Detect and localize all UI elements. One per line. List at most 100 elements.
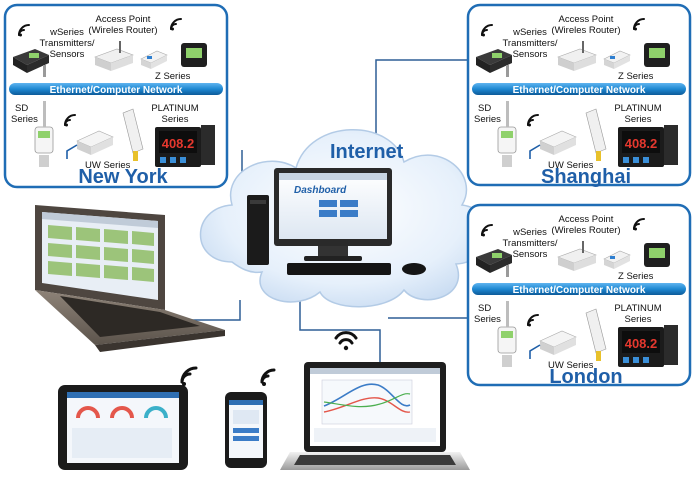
wifi-dot <box>528 123 531 127</box>
router-icon <box>557 241 597 271</box>
wifi-dot <box>482 33 485 37</box>
z-series-label: Z Series <box>618 71 654 82</box>
controller-display <box>159 131 197 153</box>
transmitter-side <box>13 57 27 73</box>
z-device-led <box>610 256 615 259</box>
router-antenna <box>582 241 584 253</box>
dashboard-button-3[interactable] <box>319 210 337 217</box>
controller-readout: 408.2 <box>625 336 658 351</box>
access-point-sub-label: (Wireles Router) <box>551 25 620 36</box>
internet-title: Internet <box>330 141 404 163</box>
dashboard-button-4[interactable] <box>340 210 358 217</box>
wireless-transmitter-icon <box>13 49 49 77</box>
site-panel-new-york: Access Point(Wireles Router)wSeriesTrans… <box>3 3 229 189</box>
uw-series-label: UW Series <box>548 360 594 371</box>
wifi-dot <box>634 27 637 31</box>
z-device-side <box>141 59 151 69</box>
wseries-label: wSeries <box>512 227 547 238</box>
z-device-front <box>614 55 630 69</box>
wifi-icon <box>64 114 76 127</box>
wseries-label-2: Transmitters/ <box>502 38 557 49</box>
transmitter-side <box>476 257 490 273</box>
sd-logger-body <box>34 126 54 154</box>
transmitter-probe <box>506 265 509 277</box>
wifi-icon <box>481 24 493 37</box>
platinum-controller-icon <box>618 325 678 367</box>
z-series-device-icon <box>603 250 631 269</box>
transmitter-display <box>29 53 39 58</box>
sensor-box-icon <box>181 43 207 67</box>
site-panel-london: Access Point(Wireles Router) wSeriesTrans… <box>466 203 692 388</box>
z-device-front <box>614 255 630 269</box>
tc-body <box>585 308 607 354</box>
platinum-controller-icon <box>155 125 215 167</box>
sd-logger-probe <box>43 101 46 127</box>
wseries-label: wSeries <box>49 27 84 38</box>
wireless-transmitter-icon <box>476 49 512 77</box>
sd-logger-icon <box>34 101 54 167</box>
mouse <box>402 263 426 275</box>
city-name: New York <box>78 166 168 188</box>
sd-logger-probe <box>506 101 509 127</box>
thermocouple-icon <box>585 308 607 361</box>
wseries-label-3: Sensors <box>513 49 548 60</box>
z-device-side <box>604 259 614 269</box>
router-side <box>558 257 574 271</box>
controller-key <box>623 157 629 163</box>
transmitter-display <box>492 53 502 58</box>
sd-series-label-2: Series <box>474 314 501 325</box>
wifi-icon-tablet <box>180 366 198 386</box>
transmitter-front <box>490 255 512 273</box>
sd-series-label: SD <box>478 103 491 114</box>
transmitter-probe <box>506 65 509 77</box>
wseries-label-3: Sensors <box>50 49 85 60</box>
z-device-side <box>604 59 614 69</box>
wseries-label-2: Transmitters/ <box>502 238 557 249</box>
wifi-dot <box>482 233 485 237</box>
sd-series-label-2: Series <box>474 114 501 125</box>
dashboard-button-2[interactable] <box>340 200 358 207</box>
z-device-front <box>151 55 167 69</box>
z-series-device-icon <box>140 50 168 69</box>
controller-key <box>170 157 176 163</box>
router-icon <box>94 41 134 71</box>
wifi-icon <box>481 224 493 237</box>
tc-connector <box>133 151 138 161</box>
sd-series-label: SD <box>15 103 28 114</box>
controller-key <box>643 157 649 163</box>
tc-body <box>122 108 144 154</box>
transmitter-front <box>490 55 512 73</box>
router-front <box>111 55 133 71</box>
access-point-sub-label: (Wireles Router) <box>551 225 620 236</box>
uw-device-cable <box>66 144 78 159</box>
z-device-led <box>147 56 152 59</box>
platinum-controller-icon <box>618 125 678 167</box>
transmitter-side <box>476 57 490 73</box>
laptop-chart-icon <box>280 362 470 470</box>
thermocouple-icon <box>122 108 144 161</box>
tablet-icon <box>58 385 188 470</box>
city-name: London <box>549 366 622 388</box>
wseries-label-2: Transmitters/ <box>39 38 94 49</box>
access-point-sub-label: (Wireles Router) <box>88 25 157 36</box>
uw-device-front <box>554 137 576 155</box>
controller-side <box>201 125 215 165</box>
network-bar-pipe <box>9 83 223 95</box>
access-point-label: Access Point <box>559 214 614 225</box>
wifi-dot <box>19 33 22 37</box>
uw-device-side <box>540 341 554 355</box>
wifi-icon <box>180 331 358 386</box>
wifi-icon <box>527 114 539 127</box>
wifi-dot <box>171 27 174 31</box>
uw-series-label: UW Series <box>548 160 594 171</box>
network-label: Ethernet/Computer Network <box>513 285 646 296</box>
router-antenna <box>119 41 121 53</box>
sd-logger-icon <box>497 101 517 167</box>
uw-device-side <box>540 141 554 155</box>
laptop-keyboard <box>60 296 200 337</box>
sensor-box-icon <box>644 243 670 267</box>
network-label: Ethernet/Computer Network <box>50 85 183 96</box>
controller-key <box>160 157 166 163</box>
wifi-icon <box>633 218 645 231</box>
dashboard-button-1[interactable] <box>319 200 337 207</box>
